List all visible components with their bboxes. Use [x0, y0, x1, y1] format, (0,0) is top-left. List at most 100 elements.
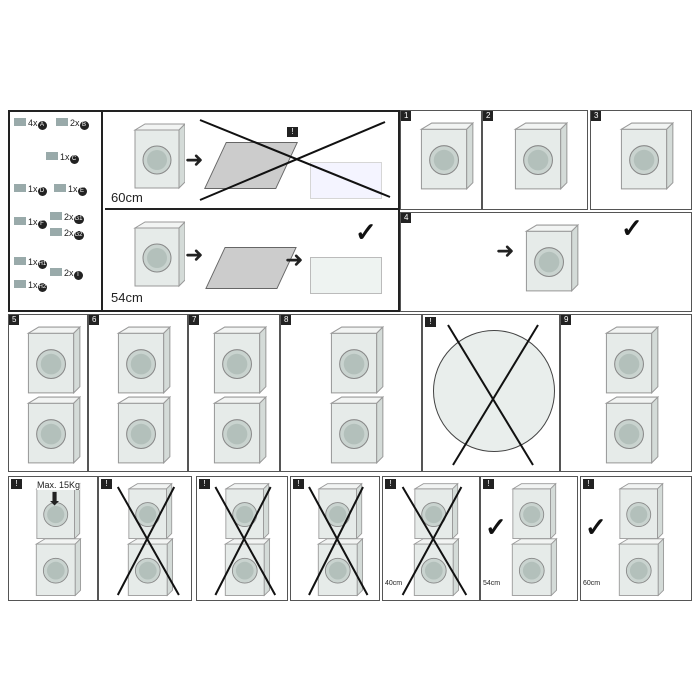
panel-54cm-right: 54cm ➜ ➜ ✓: [105, 212, 398, 310]
warning-panel-4: !: [290, 476, 380, 601]
warning-panel-3: !: [196, 476, 288, 601]
warning-panel-5: 40cm!: [382, 476, 480, 601]
warning-icon: !: [583, 479, 594, 489]
part-image: [54, 184, 66, 192]
part-code: C: [69, 155, 79, 164]
part-code: H1: [37, 260, 48, 269]
part-qty: 1x: [28, 184, 38, 194]
warning-panel-1: Max. 15Kg⬇!: [8, 476, 98, 601]
part-code: E: [77, 187, 87, 196]
step-1-panel: 1: [400, 110, 482, 210]
step-5-panel: 5: [8, 314, 88, 472]
part-code: F: [37, 220, 47, 229]
step-4-panel: ➜ ✓ 4: [400, 212, 692, 312]
warning-panel-7: ✓ 60cm!: [580, 476, 692, 601]
warning-panel: !: [422, 314, 560, 472]
warning-icon: !: [293, 479, 304, 489]
cross-out-icon: [308, 486, 369, 596]
check-icon: ✓: [485, 512, 507, 542]
appliance-image: [104, 325, 174, 397]
arrow-icon: ➜: [185, 242, 204, 267]
part-code: I: [73, 271, 83, 280]
appliance-image: [14, 395, 84, 467]
part-image: [46, 152, 58, 160]
depth-label: 60cm: [583, 580, 601, 587]
step-6-panel: 6: [88, 314, 188, 472]
dryer-image: [125, 220, 185, 290]
part-qty: 2x: [64, 228, 74, 238]
warning-icon: !: [425, 317, 436, 327]
appliance-image: [200, 395, 270, 467]
appliance-image: [14, 325, 84, 397]
stacking-frame-faded: [310, 162, 382, 199]
step-7-panel: 7: [188, 314, 280, 472]
step-number: 4: [401, 213, 412, 223]
part-image: [50, 268, 62, 276]
part-qty: 2x: [70, 118, 80, 128]
appliance-image: [407, 121, 477, 193]
warning-icon: !: [101, 479, 112, 489]
step-9-panel: 9: [560, 314, 692, 472]
step-number: 7: [189, 315, 200, 325]
part-code: A: [37, 121, 47, 130]
step-2-panel: 2: [482, 110, 588, 210]
part-image: [14, 217, 26, 225]
part-qty: 1x: [28, 217, 38, 227]
stacking-frame: [205, 247, 297, 289]
part-code: H2: [37, 283, 48, 292]
warning-panel-2: !: [98, 476, 192, 601]
washer-image: [609, 537, 665, 599]
part-qty: 4x: [28, 118, 38, 128]
step-number: 5: [9, 315, 20, 325]
appliance-image: [317, 395, 387, 467]
check-icon: ✓: [355, 217, 377, 247]
panel-60cm-wrong: 60cm ➜ !: [105, 112, 398, 210]
step-number: 8: [281, 315, 292, 325]
depth-label: 60cm: [111, 190, 143, 205]
part-image: [14, 184, 26, 192]
warning-panel-6: ✓54cm!: [480, 476, 578, 601]
appliance-image: [200, 325, 270, 397]
washer-image: [26, 537, 82, 599]
appliance-image: [104, 395, 174, 467]
stacking-frame-assembled: [310, 257, 382, 294]
depth-label: 40cm: [385, 580, 403, 587]
washer-image: [502, 537, 558, 599]
check-icon: ✓: [621, 213, 643, 243]
step-number: 9: [561, 315, 572, 325]
part-qty: 1x: [60, 152, 70, 162]
dryer-image: [609, 482, 665, 542]
warning-icon: !: [287, 127, 298, 137]
detail-magnifier: [433, 330, 555, 452]
check-icon: ✓: [585, 512, 607, 542]
arrow-icon: ➜: [185, 147, 204, 172]
part-image: [50, 212, 62, 220]
step-number: 1: [401, 111, 412, 121]
part-qty: 1x: [28, 257, 38, 267]
part-g2: 2xG2: [50, 228, 84, 240]
part-qty: 2x: [64, 212, 74, 222]
step-number: 2: [483, 111, 494, 121]
part-h1: 1xH1: [14, 257, 48, 269]
appliance-image: [512, 223, 582, 295]
warning-icon: !: [385, 479, 396, 489]
max-load-label: Max. 15Kg: [37, 480, 81, 490]
part-code: B: [79, 121, 89, 130]
cross-out-icon: [214, 486, 277, 596]
cross-out-icon: [447, 324, 539, 466]
cross-out-icon: [116, 486, 180, 596]
cross-out-icon: [401, 486, 468, 596]
arrow-icon: ➜: [496, 238, 515, 263]
part-image: [14, 257, 26, 265]
part-image: [50, 228, 62, 236]
warning-icon: !: [483, 479, 494, 489]
part-code: G2: [73, 231, 84, 240]
part-image: [56, 118, 68, 126]
